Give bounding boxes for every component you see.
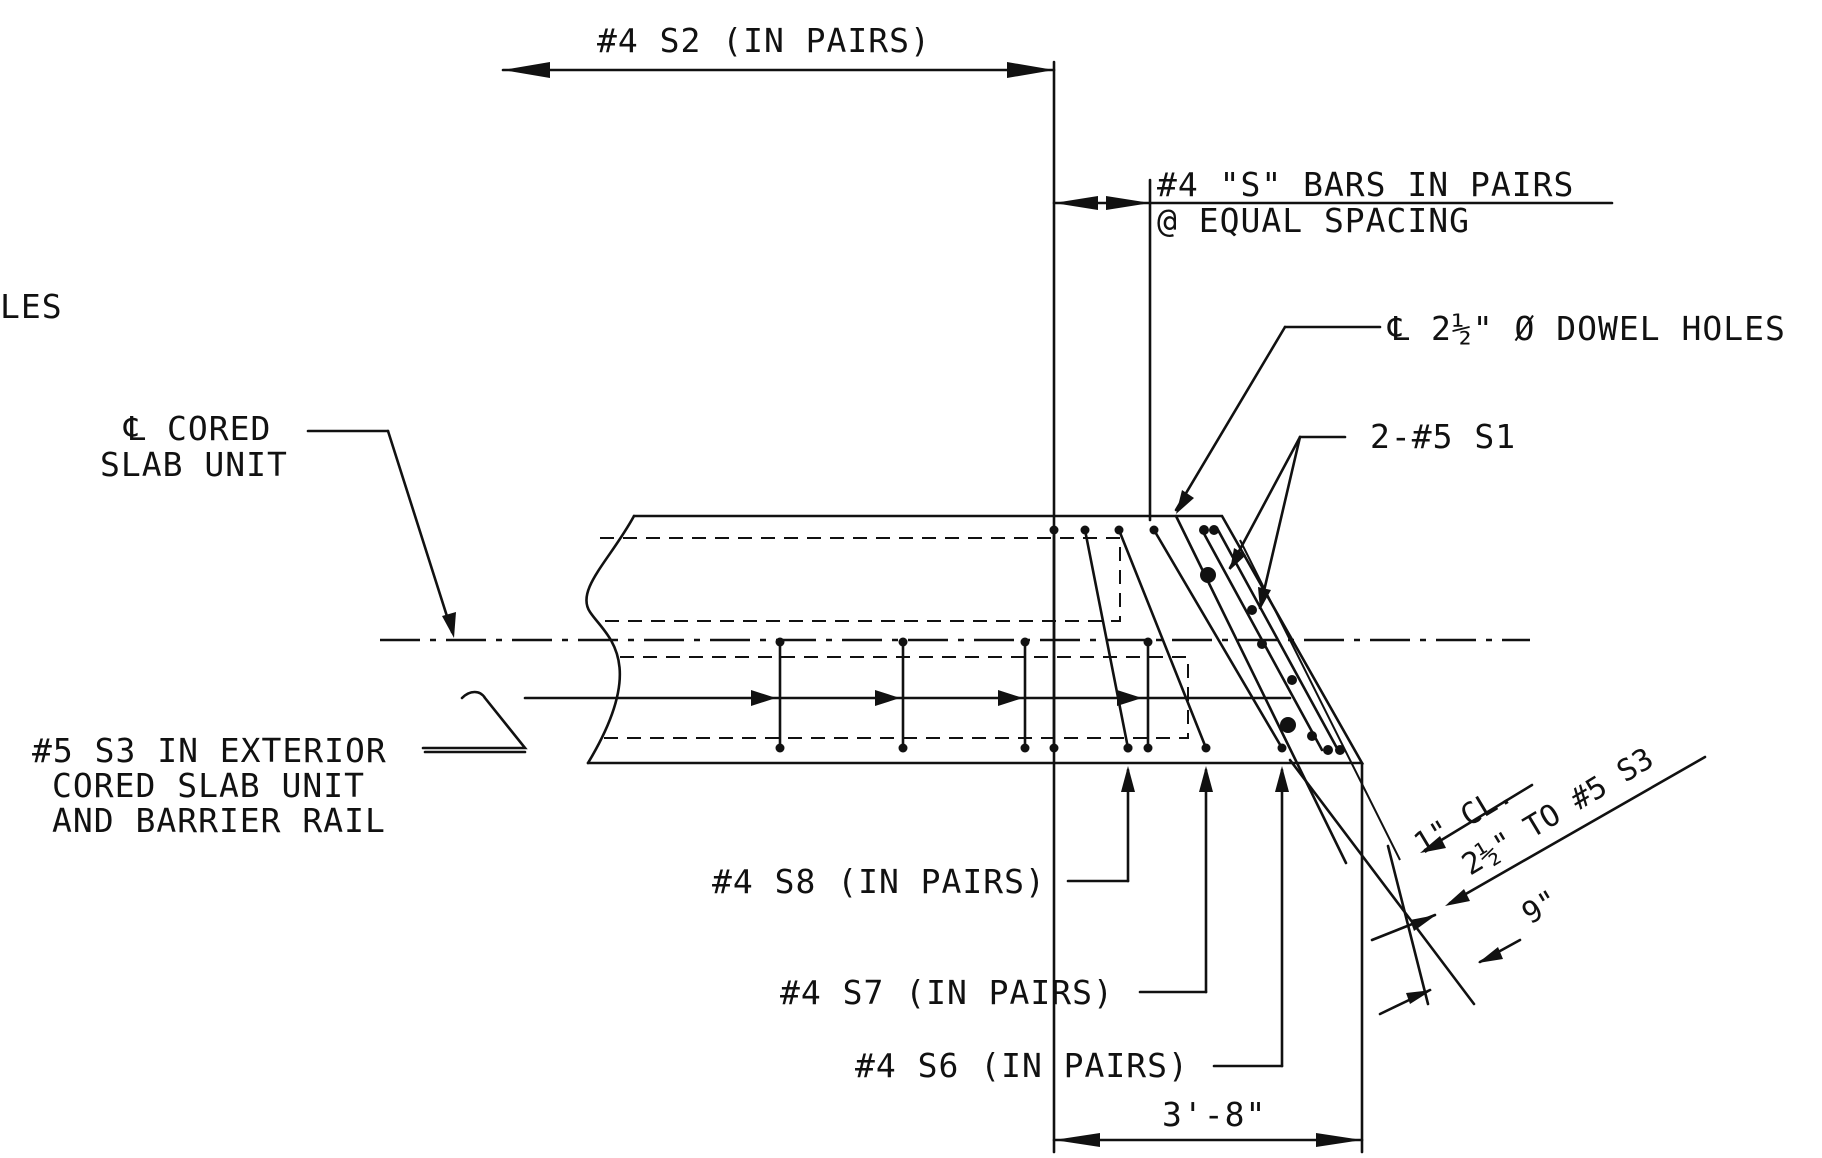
dim-3-8	[1052, 1133, 1364, 1147]
s6-leader	[1212, 766, 1289, 1068]
label-s3-line3: AND BARRIER RAIL	[52, 801, 386, 840]
label-s3-line2: CORED SLAB UNIT	[52, 766, 365, 805]
horizontal-s3-bar	[523, 690, 1292, 706]
s8-leader	[1066, 766, 1135, 883]
s-bars-spacing-dimension	[1052, 196, 1614, 210]
cored-slab-leader	[306, 429, 456, 638]
label-cored-line1: ℄ CORED	[123, 409, 271, 448]
label-s6: #4 S6 (IN PAIRS)	[855, 1046, 1189, 1085]
s1-leader	[1228, 435, 1347, 610]
slanted-bars	[1049, 525, 1287, 753]
label-dim-9: 9"	[1516, 883, 1565, 932]
label-s-bars-line2: @ EQUAL SPACING	[1157, 201, 1470, 240]
skewed-edge-bars	[1174, 514, 1476, 1006]
label-cored-line2: SLAB UNIT	[100, 445, 288, 484]
vertical-stirrups	[775, 637, 1153, 753]
label-s2: #4 S2 (IN PAIRS)	[597, 21, 931, 60]
label-s8: #4 S8 (IN PAIRS)	[712, 862, 1046, 901]
label-two-s1: 2-#5 S1	[1370, 417, 1516, 456]
label-partial-holes: LES	[0, 287, 63, 326]
label-dowel-holes: ℄ 2½" Ø DOWEL HOLES	[1387, 309, 1786, 348]
skew-dimension-leaders	[1370, 755, 1707, 1016]
s2-dimension	[501, 62, 1056, 78]
slab-hidden-lines	[600, 537, 1189, 739]
label-s3-line1: #5 S3 IN EXTERIOR	[32, 731, 387, 770]
label-dim-3-8: 3'-8"	[1162, 1095, 1266, 1134]
dowel-holes-leader	[1174, 325, 1382, 514]
s7-leader	[1138, 766, 1213, 994]
label-s7: #4 S7 (IN PAIRS)	[780, 973, 1114, 1012]
label-s-bars-line1: #4 "S" BARS IN PAIRS	[1157, 165, 1574, 204]
